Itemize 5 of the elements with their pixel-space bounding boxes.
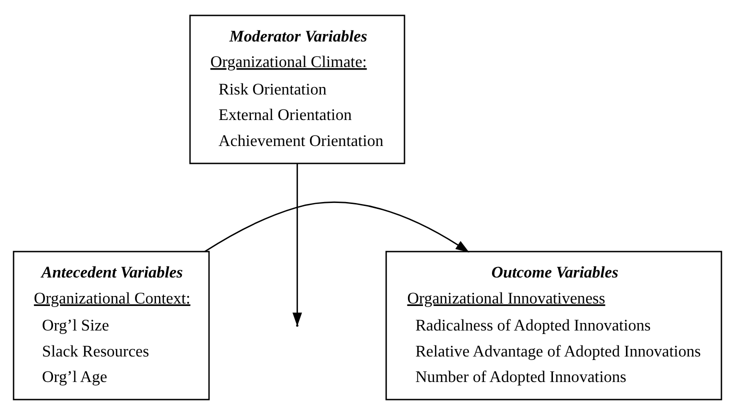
arrow — [292, 164, 302, 326]
node-box: Outcome Variables Organizational Innovativeness Radicalness of Adopted Innovations Relative Advantage of Adopted Innovations Number of Adopted Innovations — [385, 250, 722, 400]
node-box: Moderator Variables Organizational Climate: Risk Orientation External Orientation Achievement Orientation — [189, 14, 406, 164]
arrow — [204, 201, 470, 252]
node-box: Antecedent Variables Organizational Context: Org’l Size Slack Resources Org’l Age — [12, 250, 210, 400]
